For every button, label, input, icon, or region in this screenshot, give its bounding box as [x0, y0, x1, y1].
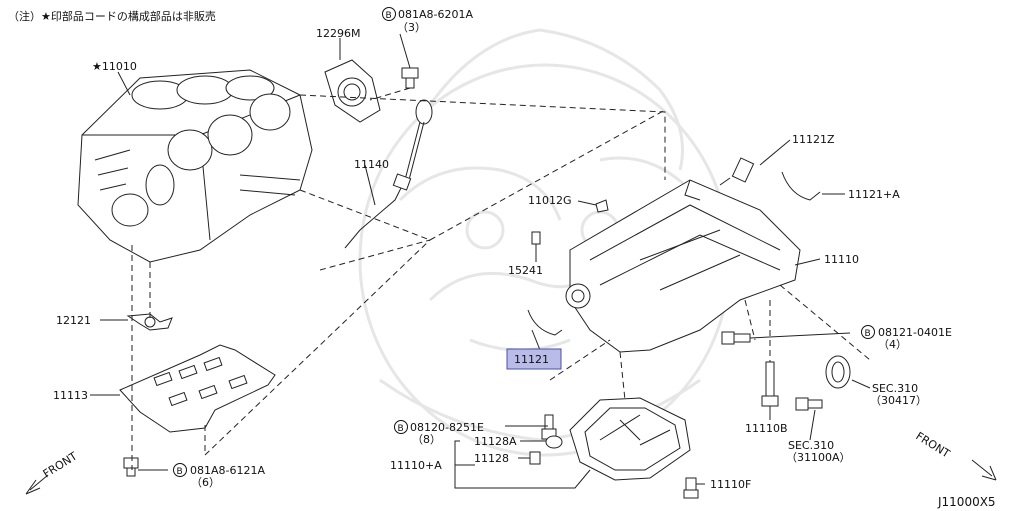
callout-11121-highlighted[interactable]: 11121: [506, 348, 562, 370]
callout-11110[interactable]: 11110: [824, 253, 859, 266]
callout-qty: （3）: [397, 21, 426, 34]
callout-qty: （6）: [191, 476, 220, 489]
oil-dipstick-drawing: [344, 99, 433, 249]
callout-12121[interactable]: 12121: [56, 314, 91, 327]
callout-11113[interactable]: 11113: [53, 389, 88, 402]
callout-label: SEC.310: [788, 439, 834, 452]
callout-label: SEC.310: [872, 382, 918, 395]
callout-11121a[interactable]: 11121+A: [848, 188, 900, 201]
callout-11110a[interactable]: 11110+A: [390, 459, 442, 472]
callout-081a8-6121a[interactable]: B 081A8-6121A （6）: [173, 463, 266, 490]
callout-qty: （4）: [878, 338, 907, 351]
callout-081a8-6201a[interactable]: B 081A8-6201A （3）: [382, 7, 474, 35]
bolt-mark-letter: B: [386, 11, 392, 21]
lower-oil-pan-drawing: [569, 397, 691, 481]
callout-label: 08121-0401E: [878, 326, 952, 339]
sec310-bolt-drawing: [795, 397, 823, 411]
bottom-bolt-drawing: [683, 477, 699, 499]
front-arrow-right: FRONT: [913, 430, 997, 481]
callout-qty: （8）: [412, 433, 441, 446]
sensor-bracket-drawing: [126, 313, 173, 331]
callout-11128a[interactable]: 11128A: [474, 435, 517, 448]
drain-plug-drawing: [529, 451, 541, 465]
callout-label: 081A8-6201A: [398, 8, 473, 21]
bolt-center-drawing: [541, 414, 557, 440]
rear-oil-seal-drawing: [324, 59, 381, 123]
drain-plug-top-drawing: [595, 199, 609, 213]
bolt-mark-letter: B: [398, 424, 404, 434]
gasket-11121-drawing: [527, 309, 563, 336]
bolt-mark-letter: B: [177, 467, 183, 477]
callout-11010[interactable]: ★11010: [92, 60, 137, 73]
gasket-11121z-drawing: [719, 157, 755, 186]
cylinder-block-drawing: [77, 69, 313, 263]
bolt-mark-letter: B: [865, 329, 871, 339]
callout-08121-0401e[interactable]: B 08121-0401E （4）: [861, 325, 952, 352]
callout-11110b[interactable]: 11110B: [745, 422, 788, 435]
transmission-seal-drawing: [825, 355, 851, 389]
upper-oil-pan-drawing: [565, 179, 801, 353]
gasket-11121a-drawing: [781, 171, 821, 201]
callout-08120-8251e[interactable]: B 08120-8251E （8）: [394, 420, 484, 447]
callout-sec310-30417[interactable]: SEC.310 （30417）: [870, 382, 927, 407]
bolt-left-drawing: [123, 457, 139, 477]
baffle-plate-drawing: [119, 344, 276, 433]
callout-11128[interactable]: 11128: [474, 452, 509, 465]
callout-label: 08120-8251E: [410, 421, 484, 434]
front-label: FRONT: [913, 430, 952, 461]
callout-15241[interactable]: 15241: [508, 264, 543, 277]
oil-strainer-clip-drawing: [531, 231, 541, 245]
callout-label: 081A8-6121A: [190, 464, 265, 477]
callout-11012g[interactable]: 11012G: [528, 194, 572, 207]
front-label: FRONT: [41, 449, 80, 480]
callout-12296m[interactable]: 12296M: [316, 27, 360, 40]
washer-drawing: [545, 435, 563, 449]
long-bolt-drawing: [761, 361, 779, 407]
callout-sub: （30417）: [870, 394, 927, 407]
callout-11121z[interactable]: 11121Z: [792, 133, 835, 146]
bolt-right-drawing: [721, 331, 751, 345]
bolt-top-drawing: [401, 67, 419, 89]
callout-sub: （31100A）: [786, 451, 851, 464]
leader-lines: [90, 33, 871, 489]
figure-code: J11000X5: [937, 495, 996, 509]
assembly-lines: [131, 87, 871, 470]
parts-note: （注）★印部品コードの構成部品は非販売: [8, 9, 216, 23]
callout-label: 11121: [514, 353, 549, 366]
callout-11140[interactable]: 11140: [354, 158, 389, 171]
callout-sec310-31100a[interactable]: SEC.310 （31100A）: [786, 439, 851, 464]
callout-11110f[interactable]: 11110F: [710, 478, 751, 491]
front-arrow-left: FRONT: [25, 449, 80, 495]
